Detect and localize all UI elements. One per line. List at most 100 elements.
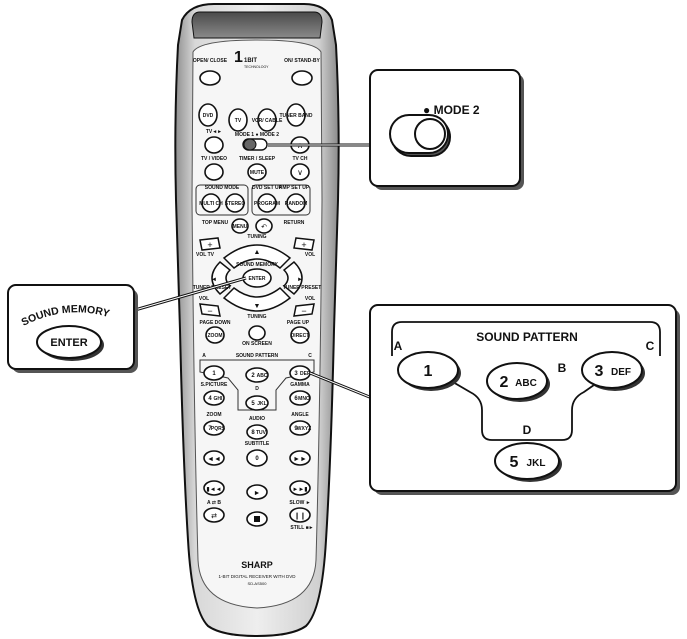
- bit-logo: 1 1BIT TECHNOLOGY: [234, 49, 269, 69]
- nav-right-button[interactable]: [282, 260, 303, 296]
- num-5-small: 5: [251, 401, 255, 407]
- dvd-button[interactable]: [198, 103, 218, 127]
- num-9-button[interactable]: [289, 420, 311, 436]
- play-button[interactable]: [246, 484, 268, 500]
- tv-ch-down-button[interactable]: [290, 163, 310, 181]
- mute-button[interactable]: [247, 163, 267, 181]
- pause-button[interactable]: [289, 507, 311, 523]
- num-3-sub-small: DEF: [300, 371, 310, 377]
- skip-back-icon: ▮◄◄: [206, 487, 221, 493]
- arrow-up-icon: ▲: [254, 249, 261, 256]
- nav-down-button[interactable]: [222, 287, 292, 312]
- pattern-2-num: 2: [500, 374, 509, 391]
- zoom-label: ZOOM: [207, 412, 222, 418]
- sound-pattern-bracket-top: [391, 321, 661, 356]
- num-1-button-small[interactable]: [203, 365, 225, 381]
- sound-pattern-letter-d: D: [523, 423, 532, 437]
- vcr-cable-button[interactable]: [257, 108, 277, 132]
- enter-callout-label: ENTER: [50, 337, 87, 349]
- chevron-down-icon: ∨: [297, 168, 303, 177]
- pattern-2-button[interactable]: [486, 362, 548, 400]
- zoom-page-down-button[interactable]: [205, 326, 225, 344]
- a-b-label: A ⇄ B: [207, 500, 221, 506]
- open-close-button[interactable]: [199, 70, 221, 86]
- vol-down-label: VOL: [305, 296, 315, 302]
- vol-down-button[interactable]: [293, 303, 315, 317]
- rewind-icon: ◄◄: [207, 456, 221, 463]
- pattern-1-button[interactable]: [397, 351, 459, 389]
- mode2-switch-knob[interactable]: [414, 118, 446, 150]
- nav-up-button[interactable]: [222, 244, 292, 269]
- num-5-button-small[interactable]: [245, 395, 269, 411]
- sound-pattern-letter-b: B: [558, 361, 567, 375]
- mute-label: MUTE: [250, 170, 265, 176]
- num-0: 0: [255, 456, 259, 462]
- on-screen-button[interactable]: [248, 325, 266, 341]
- pattern-5-button[interactable]: [494, 442, 560, 480]
- rewind-button[interactable]: [203, 450, 225, 466]
- vol-up-button[interactable]: [293, 237, 315, 251]
- num-7-button[interactable]: [203, 420, 225, 436]
- s-picture-label: S.PICTURE: [201, 382, 228, 388]
- audio-label: AUDIO: [249, 416, 265, 422]
- num-4-button[interactable]: [203, 390, 225, 406]
- timer-sleep-label: TIMER / SLEEP: [239, 156, 276, 162]
- remote-face: [191, 39, 323, 609]
- vol-tv-down-button[interactable]: [199, 303, 221, 317]
- num-7: 7: [208, 426, 212, 432]
- skip-back-button[interactable]: [203, 480, 225, 496]
- return-button[interactable]: [255, 218, 273, 234]
- num-8-button[interactable]: [246, 424, 268, 440]
- mode-switch-knob[interactable]: [243, 138, 257, 151]
- sound-pattern-small-label: SOUND PATTERN: [236, 353, 279, 359]
- num-6-button[interactable]: [289, 390, 311, 406]
- sound-pattern-letter-c: C: [646, 339, 655, 353]
- menu-button[interactable]: [231, 218, 249, 234]
- arrow-right-icon: ►: [297, 277, 303, 283]
- plus-icon: +: [301, 240, 306, 250]
- num-5-sub-small: JKL: [257, 401, 266, 407]
- random-button[interactable]: [286, 193, 306, 213]
- sound-pattern-callout: SOUND PATTERN A B C D 1 2 ABC 3 DEF 5 JK…: [369, 304, 680, 495]
- logo-numeral: 1: [234, 49, 243, 66]
- pattern-3-button[interactable]: [581, 351, 643, 389]
- multi-ch-button[interactable]: [201, 193, 221, 213]
- num-2-button-small[interactable]: [245, 367, 269, 383]
- direct-button-label: DIRECT: [291, 333, 310, 339]
- tv-video-button[interactable]: [204, 163, 224, 181]
- tuner-band-button[interactable]: [286, 103, 306, 127]
- direct-page-up-button[interactable]: [290, 326, 310, 344]
- num-3-small: 3: [294, 371, 298, 377]
- num-9: 9: [294, 426, 298, 432]
- plus-icon: +: [207, 240, 212, 250]
- tv-power-button[interactable]: [204, 136, 224, 154]
- sound-pattern-bracket-bottom: [445, 377, 605, 441]
- sound-mode-group: [195, 184, 249, 216]
- letter-a-small: A: [202, 353, 206, 359]
- program-label: PROGRAM: [254, 201, 280, 207]
- skip-forward-button[interactable]: [289, 480, 311, 496]
- program-button[interactable]: [257, 193, 277, 213]
- tv-button[interactable]: [228, 108, 248, 132]
- brand-name: SHARP: [241, 560, 273, 570]
- pattern-1-num: 1: [424, 363, 433, 380]
- enter-callout-button[interactable]: [36, 325, 102, 359]
- on-standby-label: ON/ STAND-BY: [284, 58, 320, 64]
- letter-b-small: D: [255, 386, 259, 392]
- sound-pattern-leader-inner: [309, 372, 373, 399]
- num-2-small: 2: [251, 373, 255, 379]
- pause-icon: ❙❙: [294, 512, 306, 520]
- repeat-ab-button[interactable]: [203, 507, 225, 523]
- play-icon: ►: [254, 490, 261, 497]
- fast-forward-button[interactable]: [289, 450, 311, 466]
- num-6-sub: MNO: [298, 396, 310, 402]
- model-number: SD-AS500: [248, 581, 268, 586]
- on-standby-button[interactable]: [291, 70, 313, 86]
- return-label: RETURN: [284, 220, 305, 226]
- leader-lines: [127, 143, 373, 400]
- stereo-button[interactable]: [225, 193, 245, 213]
- vol-tv-up-button[interactable]: [199, 237, 221, 251]
- num-0-button[interactable]: [246, 449, 268, 467]
- remote-control: OPEN/ CLOSE 1 1BIT TECHNOLOGY ON/ STAND-…: [174, 3, 340, 638]
- logo-text: 1BIT: [244, 58, 257, 64]
